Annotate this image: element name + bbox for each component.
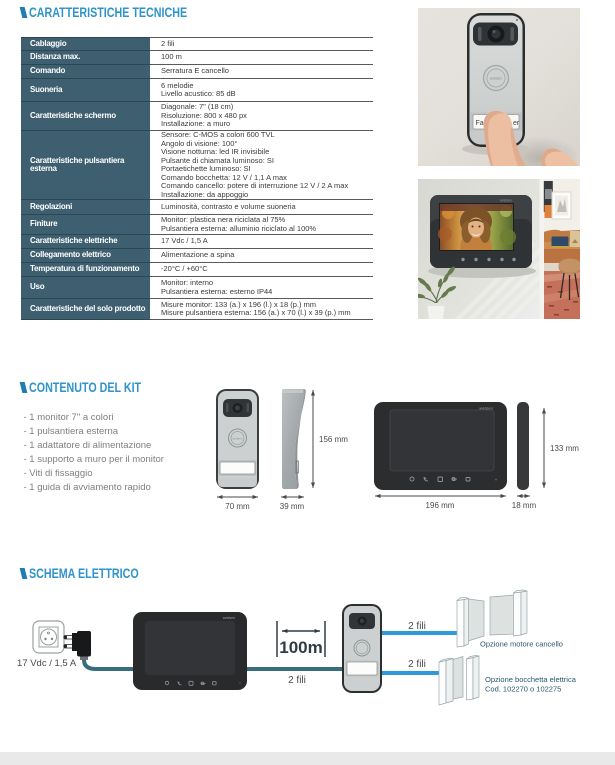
svg-text:Opzione bocchetta elettrica: Opzione bocchetta elettrica <box>485 675 577 684</box>
svg-text:avidsen: avidsen <box>500 199 512 203</box>
svg-text:100m: 100m <box>279 638 322 657</box>
svg-text:2 fili: 2 fili <box>408 659 426 670</box>
svg-text:Opzione motore cancello: Opzione motore cancello <box>480 640 563 649</box>
svg-text:avidsen: avidsen <box>490 77 502 81</box>
svg-text:39 mm: 39 mm <box>280 502 305 511</box>
svg-text:133 mm: 133 mm <box>550 444 579 453</box>
svg-text:2 fili: 2 fili <box>408 621 426 632</box>
svg-text:156 mm: 156 mm <box>319 435 348 444</box>
svg-text:Fami: Fami <box>476 120 492 127</box>
svg-text:70 mm: 70 mm <box>225 502 250 511</box>
svg-text:2 fili: 2 fili <box>288 675 306 686</box>
svg-text:avidsen: avidsen <box>233 437 243 441</box>
svg-text:196 mm: 196 mm <box>426 501 455 510</box>
svg-text:avidsen: avidsen <box>479 406 493 411</box>
svg-text:Cod. 102270 o 102275: Cod. 102270 o 102275 <box>485 685 561 694</box>
svg-text:17 Vdc / 1,5 A: 17 Vdc / 1,5 A <box>17 658 77 669</box>
svg-text:avidsen: avidsen <box>223 616 235 620</box>
svg-text:18 mm: 18 mm <box>512 501 537 510</box>
svg-text:er: er <box>513 120 520 127</box>
